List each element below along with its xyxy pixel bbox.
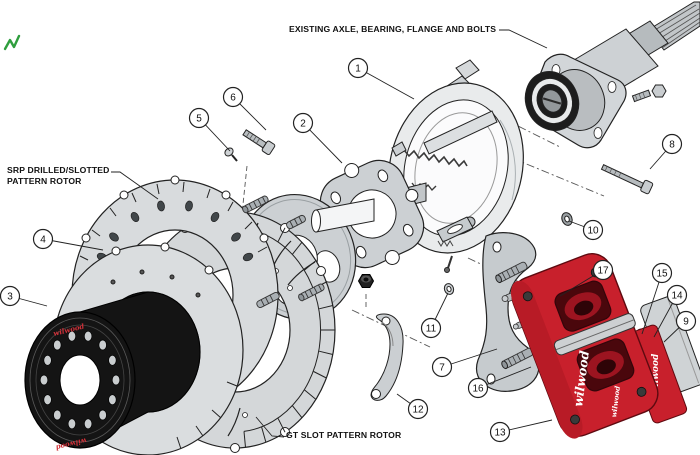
pad-script: wilwood bbox=[651, 353, 661, 394]
washer-11 bbox=[443, 283, 455, 295]
axle-bearing-drawing bbox=[524, 71, 580, 131]
bolt-8 bbox=[600, 164, 654, 195]
green-mark bbox=[3, 34, 21, 51]
hat-bolt-holes bbox=[39, 330, 121, 430]
axle-assembly-drawing bbox=[524, 1, 700, 149]
parking-brake-assembly-drawing bbox=[388, 59, 524, 273]
cable-bracket-drawing bbox=[370, 313, 404, 401]
front-ring-holes bbox=[110, 269, 201, 298]
label-srp-rotor: SRP DRILLED/SLOTTED PATTERN ROTOR bbox=[7, 165, 109, 187]
washer-10 bbox=[561, 212, 573, 226]
wheel-studs-drawing bbox=[242, 195, 325, 308]
caliper-script-small: wilwood bbox=[609, 385, 622, 418]
label-srp-line2: PATTERN ROTOR bbox=[7, 176, 82, 186]
screw-5 bbox=[224, 147, 238, 162]
return-spring bbox=[403, 149, 468, 168]
bracket-stud-upper bbox=[495, 261, 528, 284]
caliper-script: wilwood bbox=[570, 349, 592, 407]
front-ring-vent-hatch bbox=[176, 381, 238, 450]
axle-flange-bolt bbox=[631, 84, 667, 103]
axle-tube-drawing bbox=[311, 198, 375, 233]
spline-lines bbox=[649, 4, 700, 49]
hex-nut-drawing bbox=[357, 274, 375, 288]
assembled-rotor-drawing: wilwood wilwood bbox=[24, 242, 244, 455]
label-existing-axle-text: EXISTING AXLE, BEARING, FLANGE AND BOLTS bbox=[289, 24, 497, 34]
label-srp-line1: SRP DRILLED/SLOTTED bbox=[7, 165, 110, 175]
label-gt-rotor: GT SLOT PATTERN ROTOR bbox=[286, 430, 401, 441]
front-ring-scallops bbox=[111, 242, 214, 275]
label-existing-axle: EXISTING AXLE, BEARING, FLANGE AND BOLTS bbox=[289, 24, 496, 35]
bolt-6 bbox=[242, 129, 276, 156]
rotor-hat-drawing: wilwood wilwood bbox=[24, 291, 201, 452]
label-gt-rotor-text: GT SLOT PATTERN ROTOR bbox=[286, 430, 402, 440]
